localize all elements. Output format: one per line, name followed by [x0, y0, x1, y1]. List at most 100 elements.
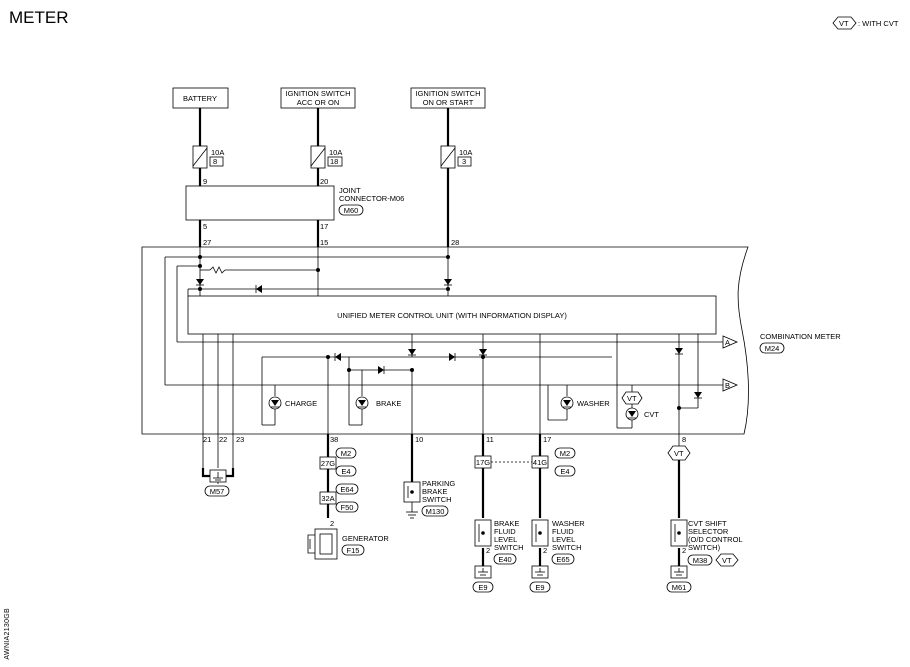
- svg-text:11: 11: [486, 435, 494, 444]
- svg-text:GENERATOR: GENERATOR: [342, 534, 389, 543]
- svg-text:2: 2: [486, 546, 490, 555]
- figure-code: AWNIA2130GB: [4, 608, 11, 660]
- svg-text:VT: VT: [722, 556, 732, 565]
- svg-text:17: 17: [543, 435, 551, 444]
- svg-text:41G: 41G: [533, 458, 547, 467]
- ignition-start-box: IGNITION SWITCH ON OR START: [410, 87, 486, 109]
- svg-text:23: 23: [236, 435, 244, 444]
- svg-text:SWITCH: SWITCH: [552, 543, 582, 552]
- svg-text:8: 8: [213, 157, 217, 166]
- washer-fluid-level-switch: M2 41G E4 1 2 WASHER FLUID LEVEL SWITCH …: [529, 447, 585, 593]
- ignition-acc-box: IGNITION SWITCH ACC OR ON: [280, 87, 356, 109]
- svg-text:5: 5: [203, 222, 207, 231]
- fuse-start: 10A 3: [440, 145, 472, 169]
- svg-text:LEVEL: LEVEL: [494, 535, 517, 544]
- svg-text:E4: E4: [560, 467, 569, 476]
- svg-text:8: 8: [682, 435, 686, 444]
- parking-brake-switch: 1 PARKING BRAKE SWITCH M130: [403, 479, 455, 519]
- svg-text:BRAKE: BRAKE: [494, 519, 519, 528]
- svg-text:M60: M60: [344, 206, 359, 215]
- svg-text:F50: F50: [341, 503, 354, 512]
- legend-badge: VT: [832, 16, 857, 30]
- svg-text:F15: F15: [347, 546, 360, 555]
- page-title: METER: [9, 8, 69, 27]
- svg-text:E4: E4: [341, 467, 350, 476]
- svg-text:10A: 10A: [459, 148, 472, 157]
- svg-text:CVT SHIFT: CVT SHIFT: [688, 519, 727, 528]
- svg-text:SELECTOR: SELECTOR: [688, 527, 729, 536]
- svg-text:ON OR START: ON OR START: [423, 98, 474, 107]
- unified-meter-control-unit: UNIFIED METER CONTROL UNIT (WITH INFORMA…: [187, 295, 717, 335]
- svg-text:SWITCH: SWITCH: [422, 495, 452, 504]
- svg-text:32A: 32A: [321, 494, 334, 503]
- svg-text:VT: VT: [839, 19, 849, 28]
- legend-text: : WITH CVT: [858, 19, 899, 28]
- svg-text:M61: M61: [672, 583, 687, 592]
- cvt-shift-selector: VT 1 2 CVT SHIFT SELECTOR (O/D CONTROL S…: [666, 445, 743, 593]
- svg-text:17: 17: [320, 222, 328, 231]
- svg-text:2: 2: [682, 546, 686, 555]
- svg-text:20: 20: [320, 177, 328, 186]
- svg-text:27G: 27G: [321, 459, 335, 468]
- svg-text:22: 22: [219, 435, 227, 444]
- offpage-b: [722, 378, 739, 392]
- svg-text:WASHER: WASHER: [552, 519, 585, 528]
- svg-text:M2: M2: [341, 449, 351, 458]
- svg-text:E40: E40: [498, 555, 511, 564]
- svg-text:ACC OR ON: ACC OR ON: [297, 98, 340, 107]
- svg-text:17G: 17G: [476, 458, 490, 467]
- combination-meter-code: M24: [765, 344, 780, 353]
- svg-text:2: 2: [330, 519, 334, 528]
- svg-text:JOINT: JOINT: [339, 186, 361, 195]
- svg-text:18: 18: [330, 157, 338, 166]
- svg-text:UNIFIED METER CONTROL UNIT (WI: UNIFIED METER CONTROL UNIT (WITH INFORMA…: [337, 311, 567, 320]
- svg-text:10A: 10A: [329, 148, 342, 157]
- svg-text:M38: M38: [693, 556, 708, 565]
- svg-text:M2: M2: [560, 449, 570, 458]
- fuse-battery: 10A 8: [192, 145, 224, 169]
- generator: GENERATOR F15: [307, 528, 389, 560]
- svg-text:38: 38: [330, 435, 338, 444]
- svg-text:FLUID: FLUID: [494, 527, 516, 536]
- brake-fluid-level-switch: 17G 1 2 BRAKE FLUID LEVEL SWITCH E40 E9: [472, 455, 533, 593]
- combination-meter-code-box: [759, 342, 785, 354]
- combination-meter-outline: [141, 246, 749, 435]
- cvt-lamp: VT CVT: [616, 334, 659, 429]
- svg-text:15: 15: [320, 238, 328, 247]
- offpage-b-label: B: [725, 381, 730, 390]
- svg-text:E9: E9: [478, 583, 487, 592]
- combination-meter-label: COMBINATION METER: [760, 332, 841, 341]
- fuse-acc: 10A 18: [310, 145, 343, 169]
- svg-text:10A: 10A: [211, 148, 224, 157]
- svg-text:SWITCH): SWITCH): [688, 543, 721, 552]
- svg-text:9: 9: [203, 177, 207, 186]
- offpage-a: [722, 335, 739, 349]
- svg-text:M57: M57: [210, 487, 225, 496]
- offpage-a-label: A: [725, 338, 730, 347]
- svg-text:3: 3: [462, 157, 466, 166]
- svg-text:28: 28: [451, 238, 459, 247]
- washer-lamp: WASHER: [548, 385, 610, 421]
- svg-text:2: 2: [543, 546, 547, 555]
- ground-m57: M57: [204, 469, 230, 497]
- svg-text:(O/D CONTROL: (O/D CONTROL: [688, 535, 743, 544]
- svg-text:E64: E64: [340, 485, 353, 494]
- svg-text:E65: E65: [556, 555, 569, 564]
- charge-connectors: M2 27G E4 E64 32A F50 2: [319, 447, 359, 528]
- svg-text:VT: VT: [627, 394, 637, 403]
- svg-text:CVT: CVT: [644, 410, 659, 419]
- svg-text:FLUID: FLUID: [552, 527, 574, 536]
- svg-text:E9: E9: [535, 583, 544, 592]
- joint-connector: 9 20 5 17 JOINT CONNECTOR-M06 M60: [185, 177, 404, 231]
- charge-lamp: CHARGE: [268, 385, 317, 425]
- svg-text:27: 27: [203, 238, 211, 247]
- svg-text:LEVEL: LEVEL: [552, 535, 575, 544]
- svg-text:21: 21: [203, 435, 211, 444]
- svg-text:M130: M130: [426, 507, 445, 516]
- svg-text:VT: VT: [674, 449, 684, 458]
- svg-text:PARKING: PARKING: [422, 479, 455, 488]
- svg-text:BATTERY: BATTERY: [183, 94, 217, 103]
- battery-box: BATTERY: [172, 87, 229, 109]
- svg-text:SWITCH: SWITCH: [494, 543, 524, 552]
